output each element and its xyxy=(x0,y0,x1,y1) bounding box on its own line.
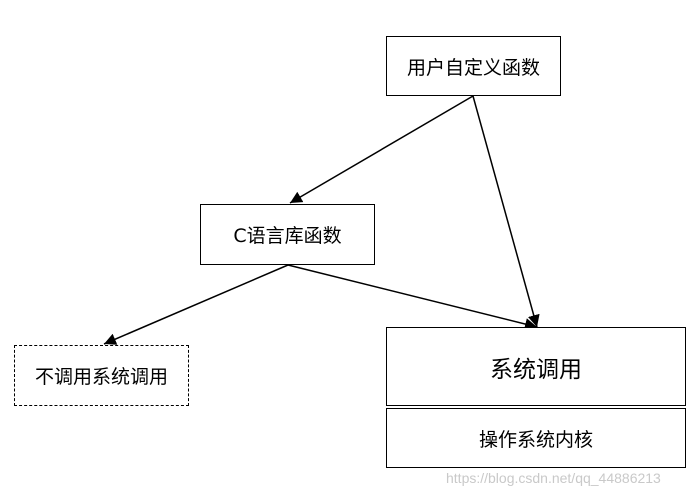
no-syscall-node: 不调用系统调用 xyxy=(14,345,189,406)
user-function-label: 用户自定义函数 xyxy=(406,56,540,79)
arrow-user-to-clib xyxy=(289,95,474,204)
syscall-label: 系统调用 xyxy=(490,356,582,383)
arrow-clib-to-nosyscall xyxy=(103,264,289,345)
user-function-node: 用户自定义函数 xyxy=(386,36,561,96)
c-library-label: C语言库函数 xyxy=(233,225,342,247)
kernel-node: 操作系统内核 xyxy=(386,408,686,468)
no-syscall-label: 不调用系统调用 xyxy=(34,366,168,388)
kernel-label: 操作系统内核 xyxy=(478,428,593,451)
syscall-node: 系统调用 xyxy=(386,327,686,406)
watermark: https://blog.csdn.net/qq_44886213 xyxy=(446,470,661,486)
arrow-clib-to-syscall xyxy=(287,264,538,330)
arrow-user-to-syscall xyxy=(472,95,540,328)
c-library-node: C语言库函数 xyxy=(200,204,375,265)
